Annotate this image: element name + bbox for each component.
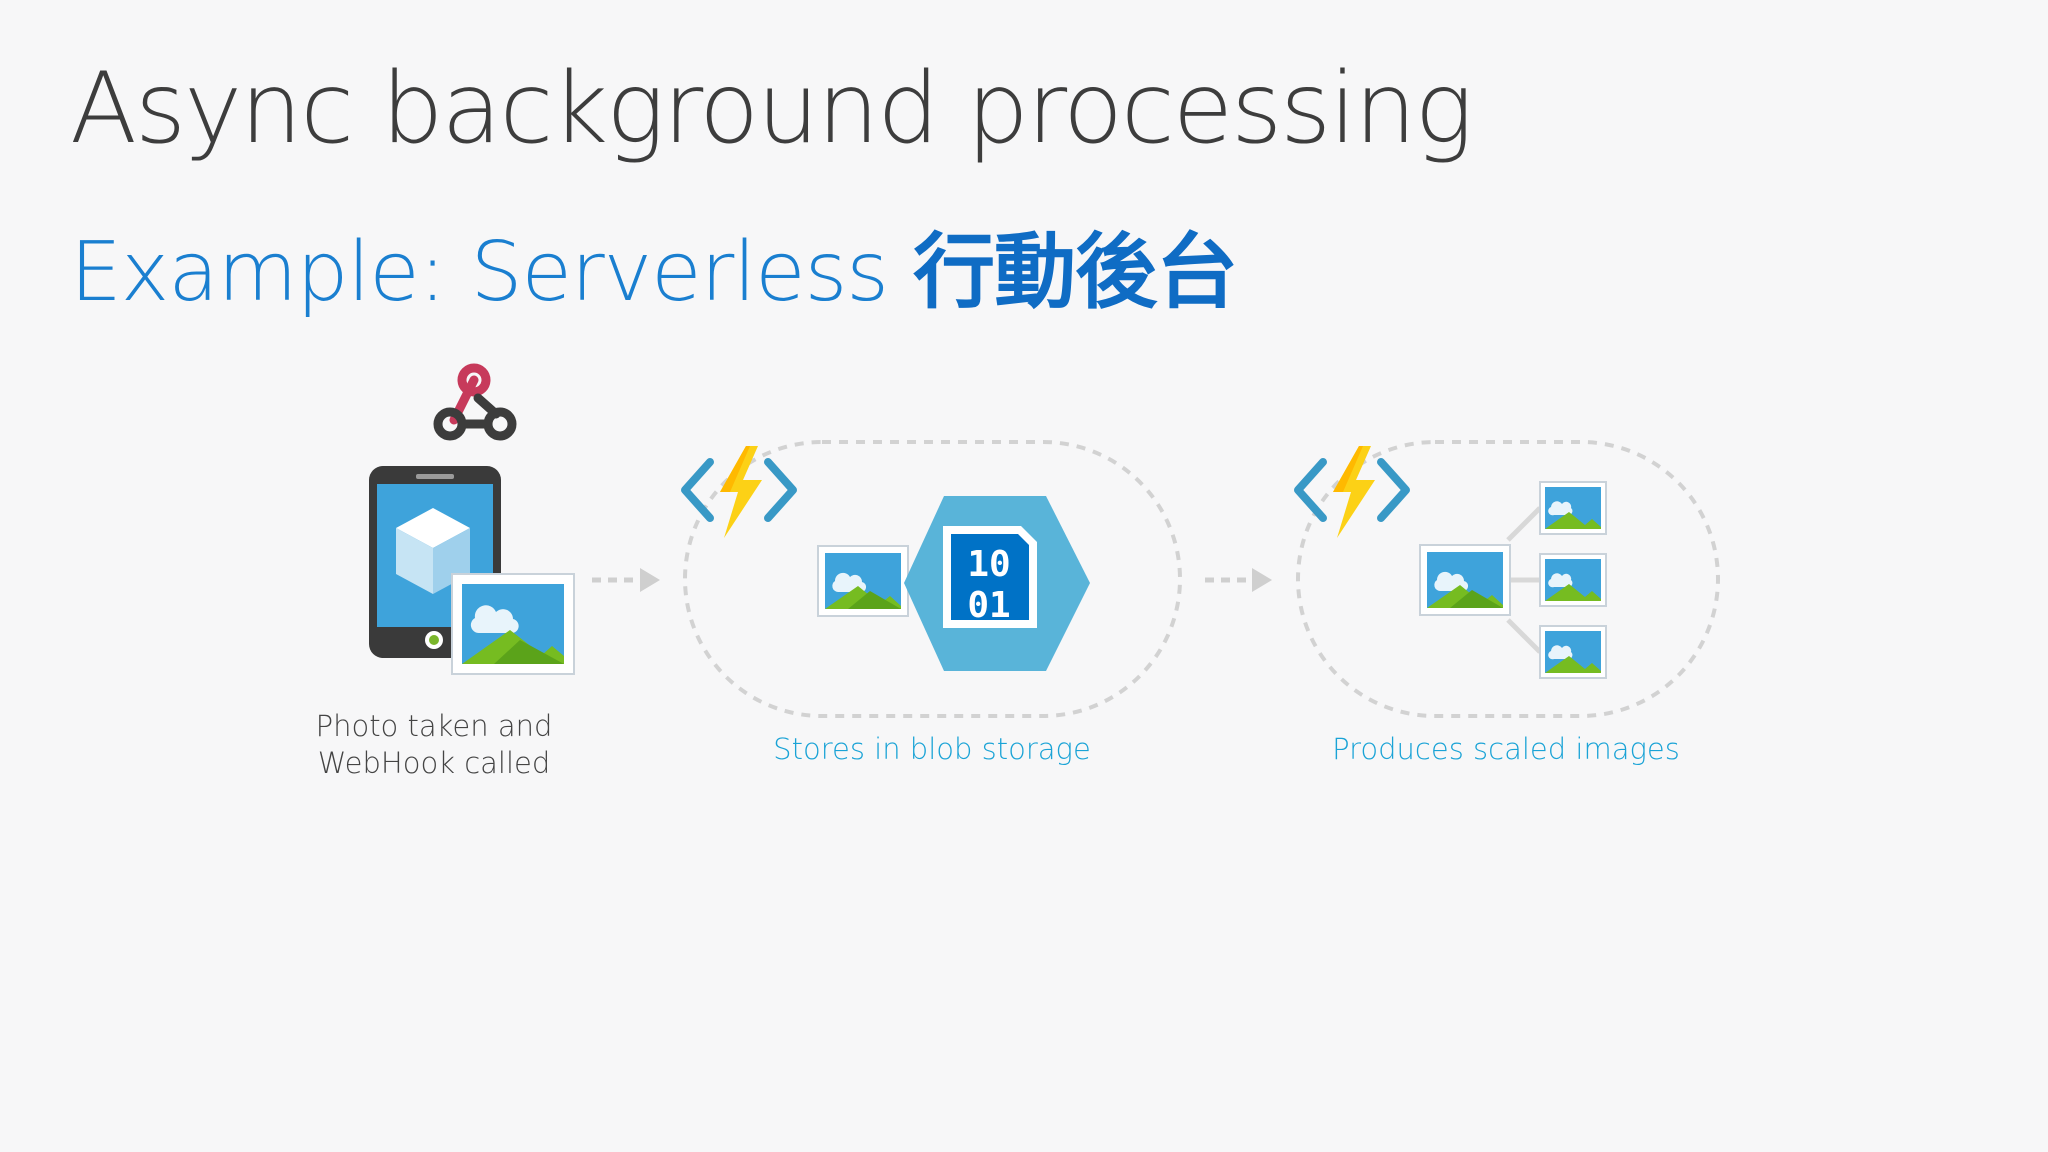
- step-2-label: Stores in blob storage: [773, 732, 1091, 766]
- function-boundary-1: [683, 440, 1182, 718]
- binary-top: 10: [967, 544, 1010, 585]
- azure-function-icon: [685, 446, 793, 538]
- photo-icon: [451, 573, 575, 675]
- slide-subtitle: Example: Serverless 行動後台: [70, 205, 1238, 324]
- azure-function-icon: [1298, 446, 1406, 538]
- slide-title: Async background processing: [70, 52, 1473, 166]
- function-boundary-2: [1296, 440, 1720, 718]
- webhook-icon: [433, 363, 517, 441]
- step-3-label: Produces scaled images: [1332, 732, 1680, 766]
- scaled-images-icon: [1419, 481, 1607, 679]
- scaled-photo-icon: [1539, 625, 1607, 679]
- step-1-label-line-2: WebHook called: [317, 746, 551, 780]
- step-1-label-line-1: Photo taken and: [315, 709, 553, 743]
- flow-arrow-2: [1205, 568, 1272, 592]
- step-1-label: Photo taken and WebHook called: [300, 708, 568, 782]
- source-photo-icon: [1419, 544, 1511, 616]
- binary-bottom: 01: [967, 585, 1010, 626]
- scaled-photo-icon: [1539, 481, 1607, 535]
- blob-storage-icon: 10 01: [904, 496, 1090, 671]
- flow-arrow-1: [592, 568, 660, 592]
- subtitle-cjk: 行動後台: [913, 225, 1238, 320]
- subtitle-prefix: Example: Serverless: [70, 225, 914, 320]
- photo-icon: [817, 545, 909, 617]
- scaled-photo-icon: [1539, 553, 1607, 607]
